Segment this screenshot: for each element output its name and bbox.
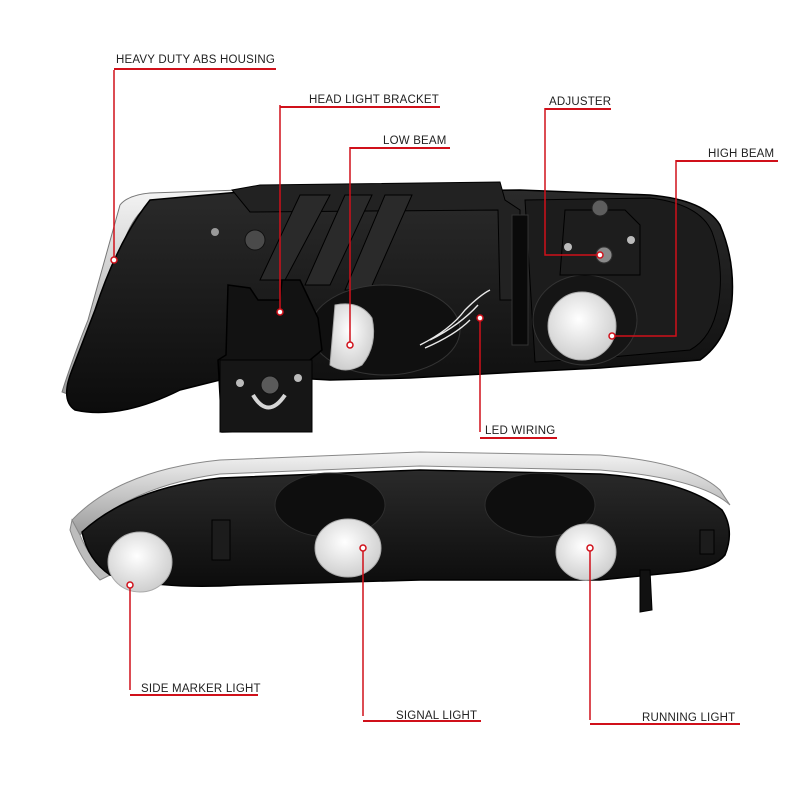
low-beam-bulb-cap (329, 303, 375, 371)
side-marker-bulb-cap (107, 531, 173, 593)
signal-lens-edge (69, 518, 111, 581)
leader-adjuster (544, 108, 600, 256)
signal-connector (639, 569, 653, 613)
high-beam-bulb-cap (547, 291, 617, 361)
leader-high-beam (612, 160, 677, 337)
dot-abs-housing (110, 256, 118, 264)
underline-running (590, 723, 740, 725)
led-wiring (419, 289, 491, 349)
bracket-rivet-left (236, 379, 244, 387)
label-abs-housing: HEAVY DUTY ABS HOUSING (116, 54, 276, 66)
leader-lines (113, 70, 677, 720)
underline-led-wiring (480, 437, 557, 439)
dot-bracket (276, 308, 284, 316)
bracket-rivet-right (294, 374, 302, 382)
signal-bowl-right (484, 472, 596, 538)
label-bracket: HEAD LIGHT BRACKET (309, 94, 439, 106)
dot-led-wiring (476, 314, 484, 322)
signal-tab-left (211, 519, 231, 561)
dot-high-beam (608, 332, 616, 340)
underline-low-beam (350, 147, 450, 149)
signal-housing (81, 469, 731, 587)
bracket-cutout (251, 393, 287, 410)
adjuster-bolt-left (564, 243, 572, 251)
bracket-screw (260, 375, 280, 395)
signal-bulb-cap (314, 518, 382, 578)
underline-signal (363, 720, 481, 722)
headlight-slot (511, 214, 529, 346)
underline-abs-housing (114, 68, 276, 70)
label-adjuster: ADJUSTER (549, 96, 612, 108)
housing-bolt (211, 228, 219, 236)
adjuster-housing (559, 209, 641, 276)
signal-chrome-trim (71, 451, 731, 536)
dot-adjuster (596, 251, 604, 259)
underline-adjuster (545, 108, 611, 110)
label-low-beam: LOW BEAM (383, 135, 447, 147)
underline-bracket (280, 106, 440, 108)
bracket-plate (219, 359, 313, 433)
dot-low-beam (346, 341, 354, 349)
underline-side-marker (130, 694, 258, 696)
headlight-assembly (61, 181, 734, 433)
bracket-pivot-bolt (244, 229, 266, 251)
label-signal: SIGNAL LIGHT (396, 710, 478, 722)
label-running: RUNNING LIGHT (642, 712, 736, 724)
signal-light-assembly (69, 451, 731, 613)
dot-signal (359, 544, 367, 552)
leader-dots (110, 251, 616, 589)
running-bulb-cap (555, 523, 617, 581)
adjuster-bolt-right (627, 236, 635, 244)
label-high-beam: HIGH BEAM (708, 148, 775, 160)
dot-side-marker (126, 581, 134, 589)
label-led-wiring: LED WIRING (485, 425, 556, 437)
signal-tab-right (699, 529, 715, 555)
underline-high-beam (676, 160, 778, 162)
dot-running (586, 544, 594, 552)
label-side-marker: SIDE MARKER LIGHT (141, 683, 261, 695)
adjuster-screw (591, 199, 609, 217)
